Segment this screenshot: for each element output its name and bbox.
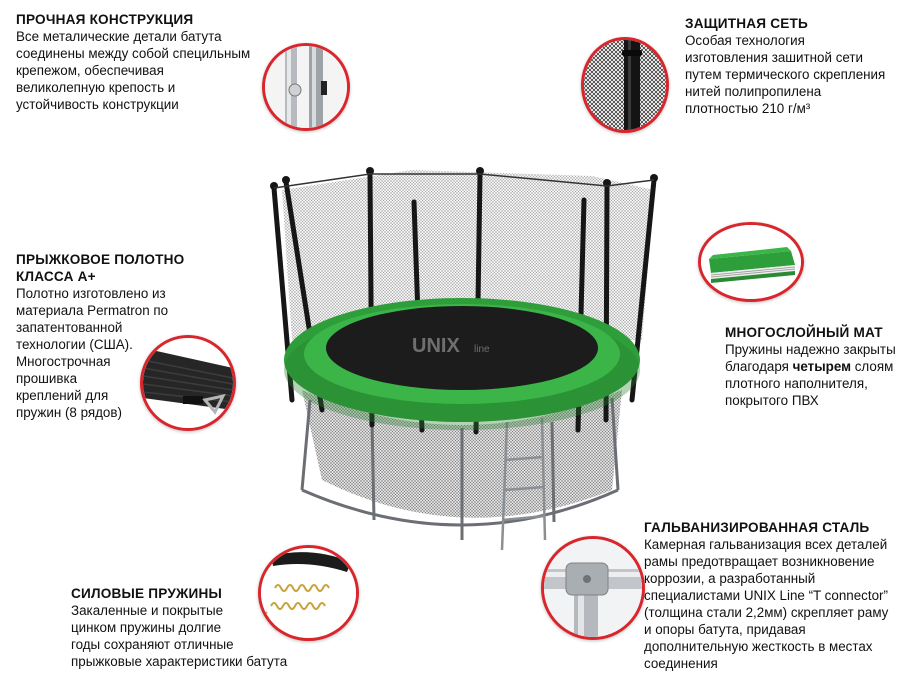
multilayer-block: МНОГОСЛОЙНЫЙ МАТ Пружины надежно закрыты… <box>725 324 910 409</box>
mat-title-line: ПРЫЖКОВОЕ ПОЛОТНО <box>16 252 185 267</box>
steel-line: коррозии, а разработанный <box>644 571 816 586</box>
logo-sub: line <box>474 344 490 355</box>
spring-icon <box>261 548 356 638</box>
net-line: плотностью 210 г/м³ <box>685 101 811 116</box>
springs-line: прыжковые характеристики батута <box>71 654 288 669</box>
construction-line: Все металические детали батута <box>16 29 222 44</box>
net-pole-icon <box>584 40 666 130</box>
springs-line: Закаленные и покрытые <box>71 603 224 618</box>
springs-line: цинком пружины долгие <box>71 620 222 635</box>
net-line: Особая технология <box>685 33 805 48</box>
steel-line: рамы предотвращает возникновение <box>644 554 875 569</box>
mat-detail-image <box>140 335 236 431</box>
frame-legs <box>300 397 620 540</box>
springs-detail-image <box>258 545 359 641</box>
jumping-mat <box>326 306 598 390</box>
mat-line: прошивка <box>16 371 78 386</box>
net-line: нитей полипропилена <box>685 84 822 99</box>
springs-line: годы сохраняют отличные <box>71 637 234 652</box>
mat-block: ПРЫЖКОВОЕ ПОЛОТНО КЛАССА А+ Полотно изго… <box>16 251 196 421</box>
multilayer-title: МНОГОСЛОЙНЫЙ МАТ <box>725 325 883 340</box>
mat-title-line: КЛАССА А+ <box>16 269 96 284</box>
steel-line: Камерная гальванизация всех деталей <box>644 537 888 552</box>
multilayer-line: плотного наполнителя, <box>725 376 868 391</box>
mat-line: запатентованной <box>16 320 123 335</box>
multilayer-line: Пружины надежно закрыты <box>725 342 896 357</box>
net-detail-image <box>581 37 669 133</box>
construction-line: соединены между собой специльным <box>16 46 251 61</box>
steel-line: дополнительную жесткость в местах <box>644 639 873 654</box>
springs-title: СИЛОВЫЕ ПРУЖИНЫ <box>71 586 222 601</box>
net-line: изготовления зашитной сети <box>685 50 864 65</box>
construction-line: крепежом, обеспечивая <box>16 63 164 78</box>
steel-line: специалистами UNIX Line “T connector” <box>644 588 888 603</box>
steel-line: и опоры батута, придавая <box>644 622 806 637</box>
construction-line: устойчивость конструкции <box>16 97 179 112</box>
ladder <box>500 417 547 551</box>
multilayer-line: благодаря четырем слоям <box>725 359 894 374</box>
multilayer-detail-image <box>698 222 804 302</box>
safety-net <box>282 170 654 340</box>
mat-line: пружин (8 рядов) <box>16 405 122 420</box>
net-line: путем термического скрепления <box>685 67 886 82</box>
top-rope <box>273 173 655 189</box>
net-title: ЗАЩИТНАЯ СЕТЬ <box>685 16 808 31</box>
mat-line: материала Permatron по <box>16 303 169 318</box>
multilayer-line: покрытого ПВХ <box>725 393 819 408</box>
construction-detail-image <box>262 43 350 131</box>
steel-detail-image <box>541 536 645 640</box>
pole-caps <box>270 167 658 190</box>
trampoline-illustration: UNIX line <box>270 167 658 551</box>
steel-block: ГАЛЬВАНИЗИРОВАННАЯ СТАЛЬ Камерная гальва… <box>644 519 912 672</box>
net-block: ЗАЩИТНАЯ СЕТЬ Особая технология изготовл… <box>685 15 905 117</box>
mat-line: Многострочная <box>16 354 111 369</box>
multilayer-emphasis: четырем <box>792 359 852 374</box>
construction-block: ПРОЧНАЯ КОНСТРУКЦИЯ Все металические дет… <box>16 11 266 113</box>
mat-line: технологии (США). <box>16 337 133 352</box>
layered-pad-icon <box>701 225 801 299</box>
pole-bolt-icon <box>265 46 347 128</box>
mat-fabric-icon <box>143 338 233 428</box>
construction-line: великолепную крепость и <box>16 80 176 95</box>
steel-line: соединения <box>644 656 718 671</box>
steel-title: ГАЛЬВАНИЗИРОВАННАЯ СТАЛЬ <box>644 520 870 535</box>
mat-line: Полотно изготовлено из <box>16 286 166 301</box>
t-connector-icon <box>544 539 642 637</box>
mat-line: креплений для <box>16 388 109 403</box>
construction-title: ПРОЧНАЯ КОНСТРУКЦИЯ <box>16 12 194 27</box>
steel-line: (толщина стали 2,2мм) скрепляет раму <box>644 605 889 620</box>
logo-main: UNIX <box>412 335 460 357</box>
springs-block: СИЛОВЫЕ ПРУЖИНЫ Закаленные и покрытые ци… <box>71 585 311 670</box>
